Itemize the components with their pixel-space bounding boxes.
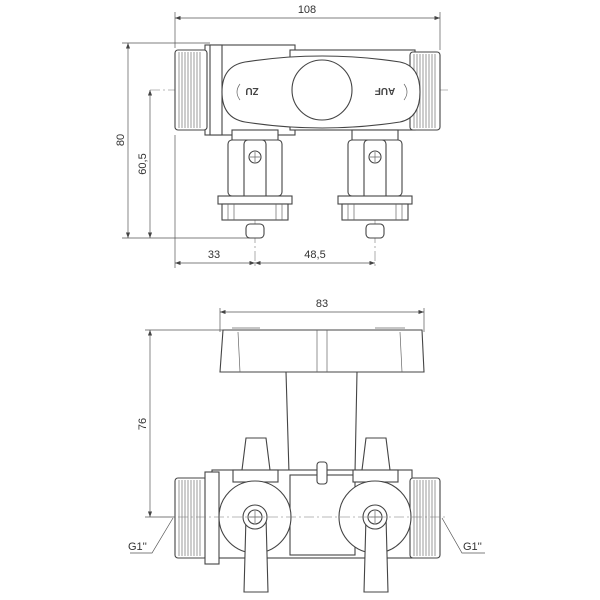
handle-label-close: ZU [245,85,258,96]
thread-size-label: G1'' [128,541,147,553]
outlet-valve-left [217,129,293,239]
dimension-label: 80 [115,134,127,146]
front-view: 83 76 [128,298,485,593]
dimension-left-offset: 33 [174,135,255,268]
dimension-label: 60,5 [137,153,149,174]
dimension-overall-width: 108 [174,4,441,50]
dimension-handle-width: 83 [219,298,425,332]
dimension-label: 33 [208,249,220,261]
thread-size-label: G1'' [463,541,482,553]
thread-label-left: G1'' [128,517,174,554]
left-thread [174,49,208,131]
outlet-valve-right [337,129,413,239]
rotate-arrow-icon [403,83,408,101]
top-view: 108 80 60,5 [115,4,448,268]
left-thread [174,471,220,565]
dimension-overall-height: 80 [115,42,250,239]
dimension-axis-height: 60,5 [137,90,153,238]
handle-knob [219,327,425,373]
outlet-valve-left [218,437,292,593]
dimension-label: 48,5 [304,249,325,261]
valve-handle: ZU AUF [221,55,421,129]
outlet-valve-right [338,437,412,593]
dimension-label: 108 [298,4,316,16]
handle-label-open: AUF [375,85,396,96]
thread-label-right: G1'' [441,517,485,554]
dimension-label: 76 [137,418,149,430]
dimension-outlet-spacing: 48,5 [255,249,375,266]
rotate-arrow-icon [236,83,241,101]
right-thread [409,477,441,559]
handle-stem [285,371,358,474]
dimension-label: 83 [316,298,328,310]
